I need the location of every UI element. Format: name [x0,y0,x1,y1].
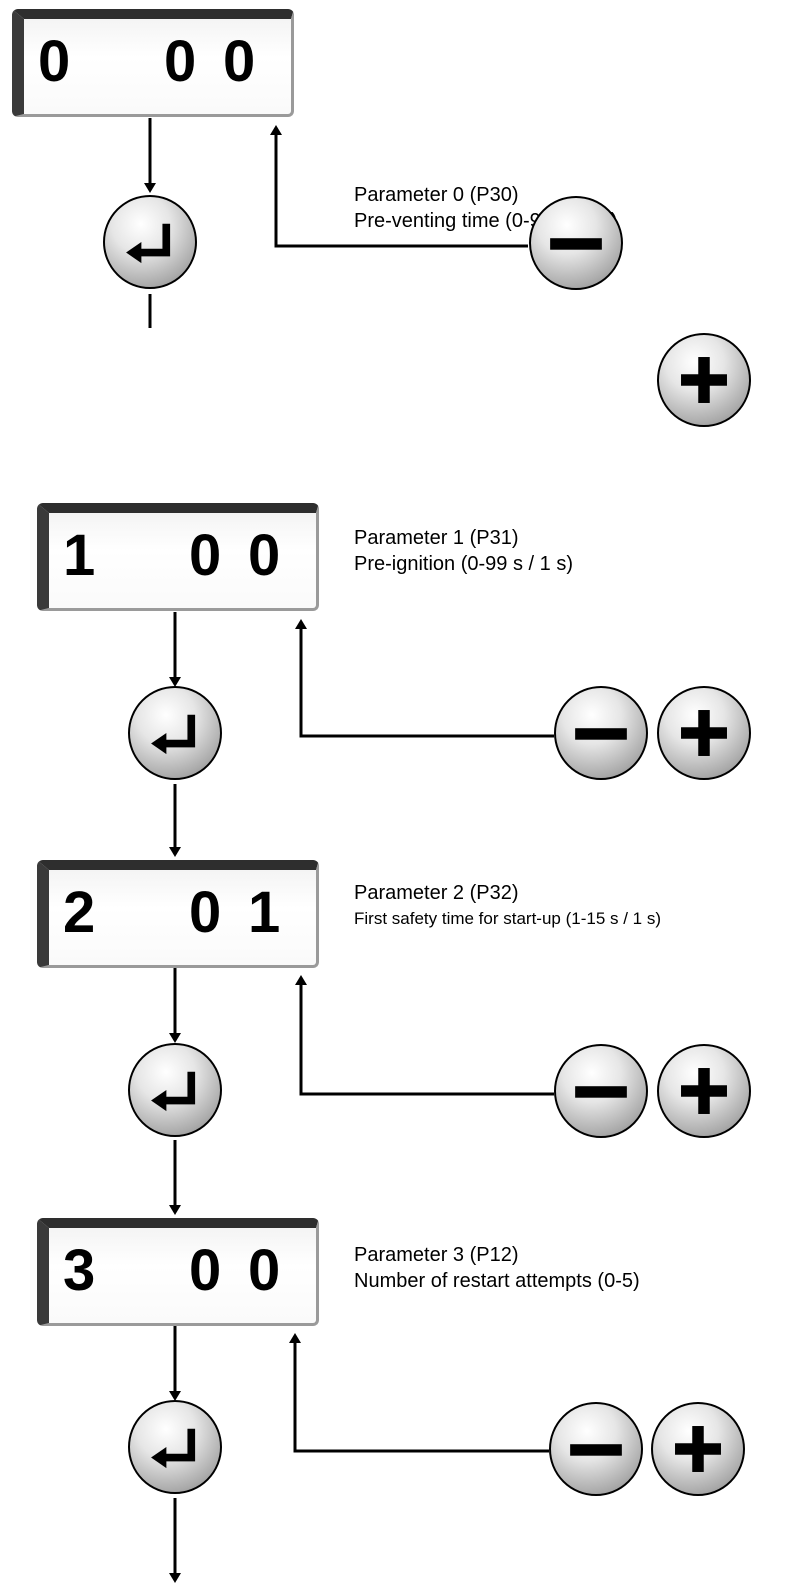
parameter-display-3: 3 0 0 [37,1218,319,1326]
parameter-label-2: Parameter 2 (P32) First safety time for … [354,880,661,932]
parameter-description: Pre-ignition (0-99 s / 1 s) [354,553,573,575]
plus-button[interactable] [657,686,751,780]
enter-button[interactable] [128,686,222,780]
minus-button[interactable] [554,1044,648,1138]
parameter-label-1: Parameter 1 (P31) Pre-ignition (0-99 s /… [354,525,573,577]
parameter-number: 3 [63,1238,96,1303]
enter-return-icon [151,1428,196,1469]
parameter-display-2: 2 0 1 [37,860,319,968]
plus-icon [681,710,727,756]
enter-button[interactable] [128,1043,222,1137]
parameter-title: Parameter 2 (P32) [354,882,519,904]
parameter-description: First safety time for start-up (1-15 s /… [354,909,662,928]
value-digit-tens: 0 [189,523,222,588]
parameter-label-3: Parameter 3 (P12) Number of restart atte… [354,1242,640,1294]
minus-icon [575,1086,627,1098]
parameter-title: Parameter 1 (P31) [354,527,519,549]
minus-button[interactable] [529,196,623,290]
parameter-number: 2 [63,880,96,945]
parameter-number: 1 [63,523,96,588]
plus-icon [681,1068,727,1114]
value-digit-tens: 0 [189,1238,222,1303]
minus-icon [575,728,627,740]
enter-button[interactable] [103,195,197,289]
minus-button[interactable] [554,686,648,780]
value-digit-ones: 0 [248,523,281,588]
plus-icon [681,357,727,403]
parameter-number: 0 [38,29,71,94]
value-digit-tens: 0 [189,880,222,945]
enter-return-icon [151,1071,196,1112]
plus-button[interactable] [657,333,751,427]
value-digit-ones: 1 [248,880,281,945]
plus-icon [675,1426,721,1472]
enter-button[interactable] [128,1400,222,1494]
value-digit-tens: 0 [164,29,197,94]
enter-return-icon [151,714,196,755]
parameter-description: Number of restart attempts (0-5) [354,1270,640,1292]
parameter-title: Parameter 3 (P12) [354,1244,519,1266]
parameter-title: Parameter 0 (P30) [354,184,519,206]
minus-button[interactable] [549,1402,643,1496]
minus-icon [550,238,602,250]
plus-button[interactable] [657,1044,751,1138]
parameter-display-1: 1 0 0 [37,503,319,611]
minus-icon [570,1444,622,1456]
value-digit-ones: 0 [248,1238,281,1303]
value-digit-ones: 0 [223,29,256,94]
parameter-display-0: 0 0 0 [12,9,294,117]
enter-return-icon [126,223,171,264]
plus-button[interactable] [651,1402,745,1496]
